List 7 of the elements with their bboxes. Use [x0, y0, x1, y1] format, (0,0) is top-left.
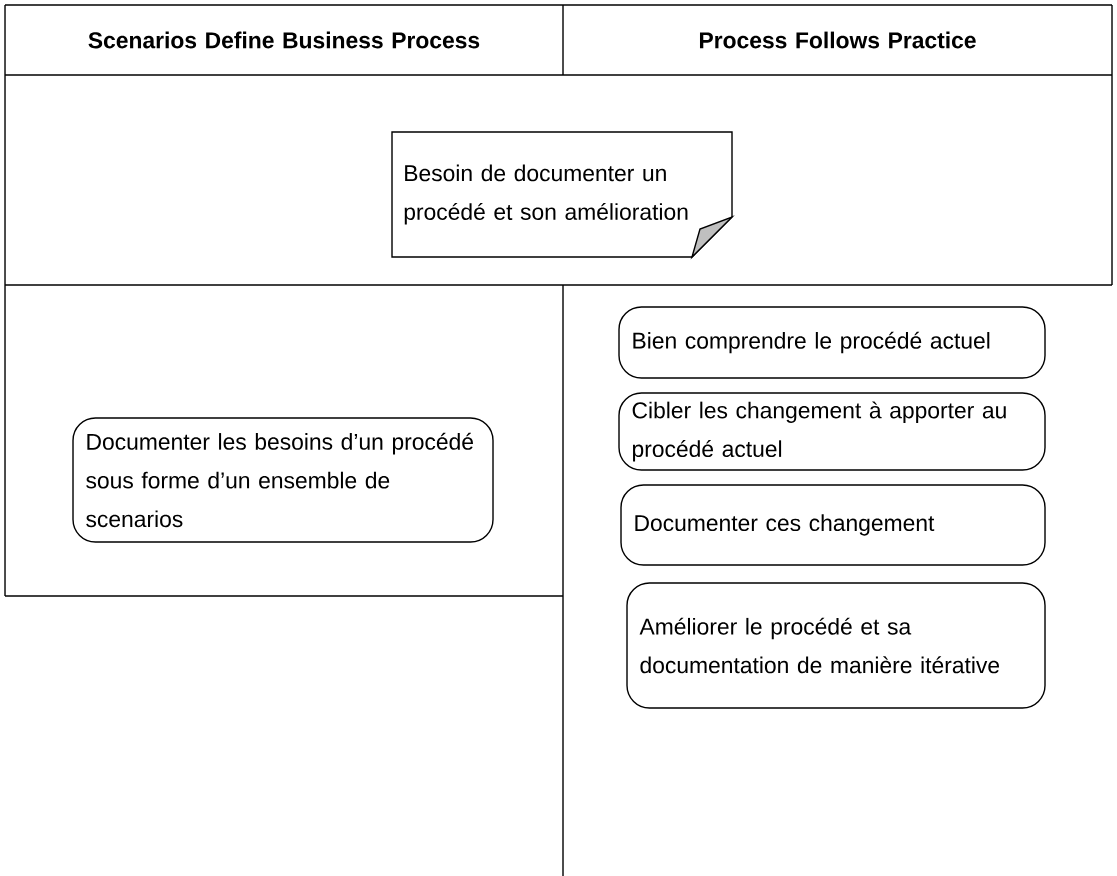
rounded-box: Documenter ces changement — [620, 484, 1046, 566]
header-cell: Process Follows Practice — [700, 31, 976, 49]
rounded-box: Cibler les changement à apporter au procédé actuel — [618, 392, 1046, 471]
rounded-box: Améliorer le procédé et sa documentation de manière itérative — [626, 582, 1046, 709]
header-cell: Scenarios Define Business Process — [88, 31, 480, 49]
rounded-box: Bien comprendre le procédé actuel — [618, 306, 1046, 379]
rounded-box: Documenter les besoins d’un procédé sous forme d’un ensemble de scenarios — [72, 417, 494, 543]
